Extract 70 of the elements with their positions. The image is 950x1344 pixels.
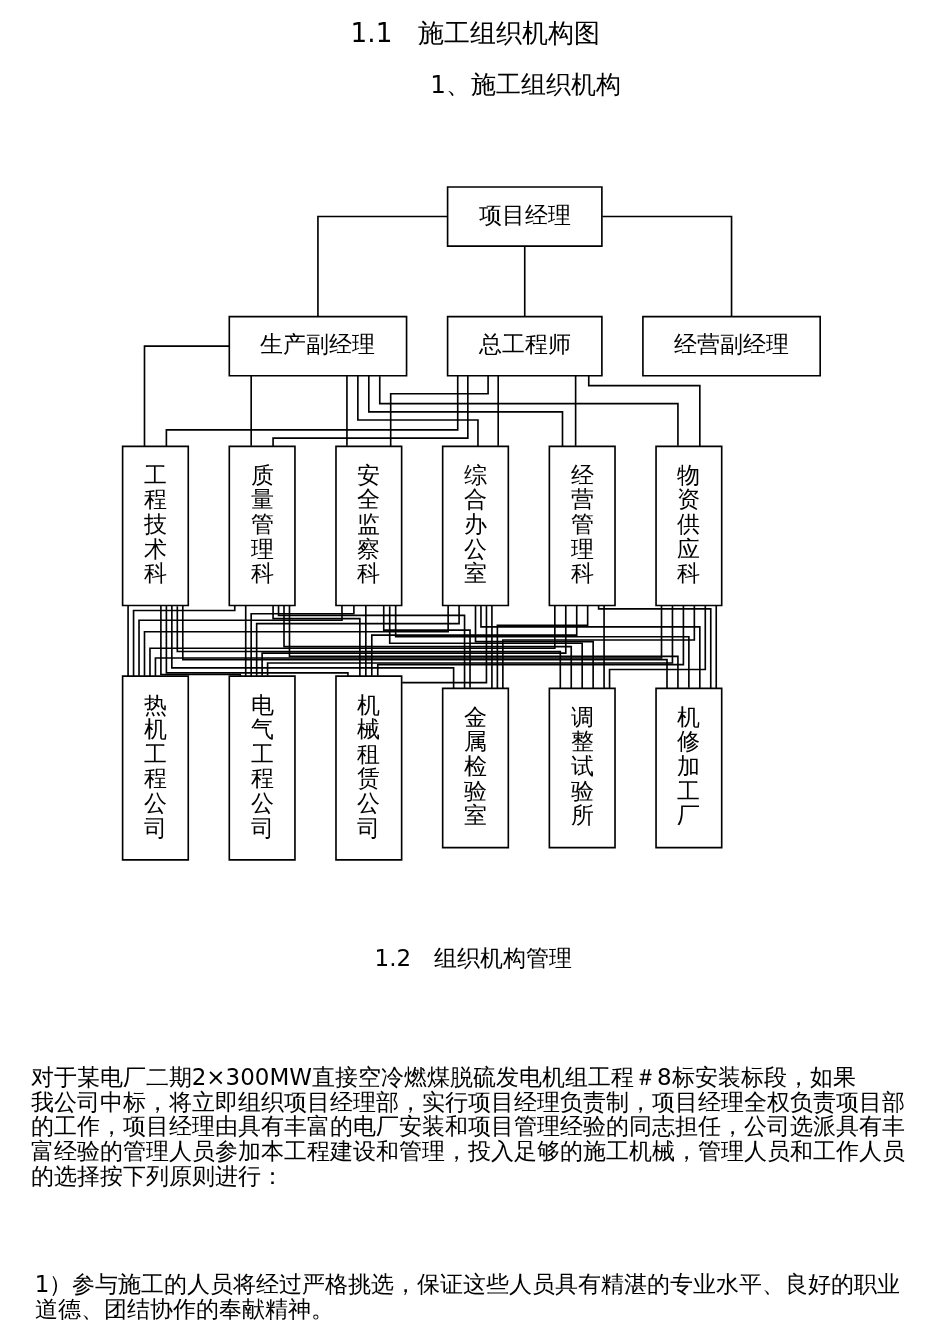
connector (271, 604, 361, 677)
connector (378, 375, 679, 447)
connector (382, 605, 471, 689)
connector (389, 375, 489, 447)
connector (244, 605, 247, 677)
connector (587, 375, 701, 447)
connector (271, 374, 469, 448)
connector (574, 375, 576, 447)
connector (249, 375, 252, 447)
connector (316, 215, 448, 317)
connector (159, 605, 241, 677)
node-box: 物资供应科 (654, 445, 723, 607)
node-box: 经营副经理 (641, 315, 821, 377)
connector (714, 605, 717, 689)
connector (490, 605, 493, 689)
connector (266, 604, 673, 677)
label: 1.2 组织机构管理 (374, 945, 572, 972)
connector (165, 375, 459, 447)
node-box: 安全监察科 (334, 445, 402, 607)
connector (597, 605, 712, 690)
connector (148, 605, 556, 677)
connector (282, 604, 572, 690)
connector (523, 245, 526, 318)
node-box: 机械租赁公司 (334, 675, 402, 861)
connector (376, 604, 684, 677)
node-box: 电气工程公司 (228, 675, 296, 861)
diagram-title: 1.1 施工组织机构图 (350, 18, 600, 49)
connector (356, 375, 479, 448)
connector (608, 604, 706, 689)
connector (496, 604, 588, 690)
label: 1、施工组织机构 (429, 69, 621, 99)
connector (496, 375, 499, 447)
connector (370, 605, 578, 677)
connector (143, 345, 230, 447)
connector (388, 605, 583, 690)
node-box: 经营管理科 (548, 445, 616, 607)
connector (176, 605, 561, 690)
connector (154, 605, 662, 677)
connector (288, 604, 679, 689)
connector (364, 605, 367, 677)
node-box: 总工程师 (446, 315, 603, 377)
node-box: 工程技术科 (121, 445, 189, 607)
label: 1）参与施工的人员将经过严格挑选，保证这些人员具有精湛的专业水平、良好的职业道德、团结协作的奉献精神。 (34, 1270, 900, 1322)
node-box: 生产副经理 (228, 315, 407, 377)
connector (170, 604, 454, 689)
connector (394, 605, 690, 689)
connector (260, 604, 567, 677)
node-box: 热机工程公司 (121, 675, 189, 861)
connector (602, 605, 605, 689)
connector (249, 604, 355, 677)
connector (255, 604, 460, 677)
node-box: 项目经理 (446, 186, 603, 247)
connector (132, 605, 236, 677)
connector (181, 605, 668, 689)
connector (165, 605, 349, 677)
connector (345, 375, 348, 447)
node-box: 综合办公室 (441, 445, 509, 607)
connector (137, 604, 343, 677)
connector (143, 604, 449, 677)
connector (126, 605, 129, 677)
connector (474, 604, 594, 689)
node-box: 机修加工厂 (654, 687, 723, 849)
connector (601, 215, 732, 317)
connector (367, 375, 563, 447)
label: 对于某电厂二期2×300MW直接空冷燃煤脱硫发电机组工程＃8标安装标段，如果我公司中标，将立即组织项目经理部，实行项目经理负责制，项目经理全权负责项目部的工作，项目经理由具有丰富的电厂安装和项目管理经验的同志担任，公司选派具有丰富经验的管理人员参加本工程建设和管理，投入足够的施工机械，管理人员和工作人员的选择按下列原则进行： (30, 1064, 905, 1189)
connector (277, 604, 465, 689)
node-box: 金属检验室 (441, 687, 509, 849)
node-box: 质量管理科 (228, 445, 296, 607)
node-box: 调整试验所 (548, 687, 616, 849)
connector (400, 604, 487, 684)
